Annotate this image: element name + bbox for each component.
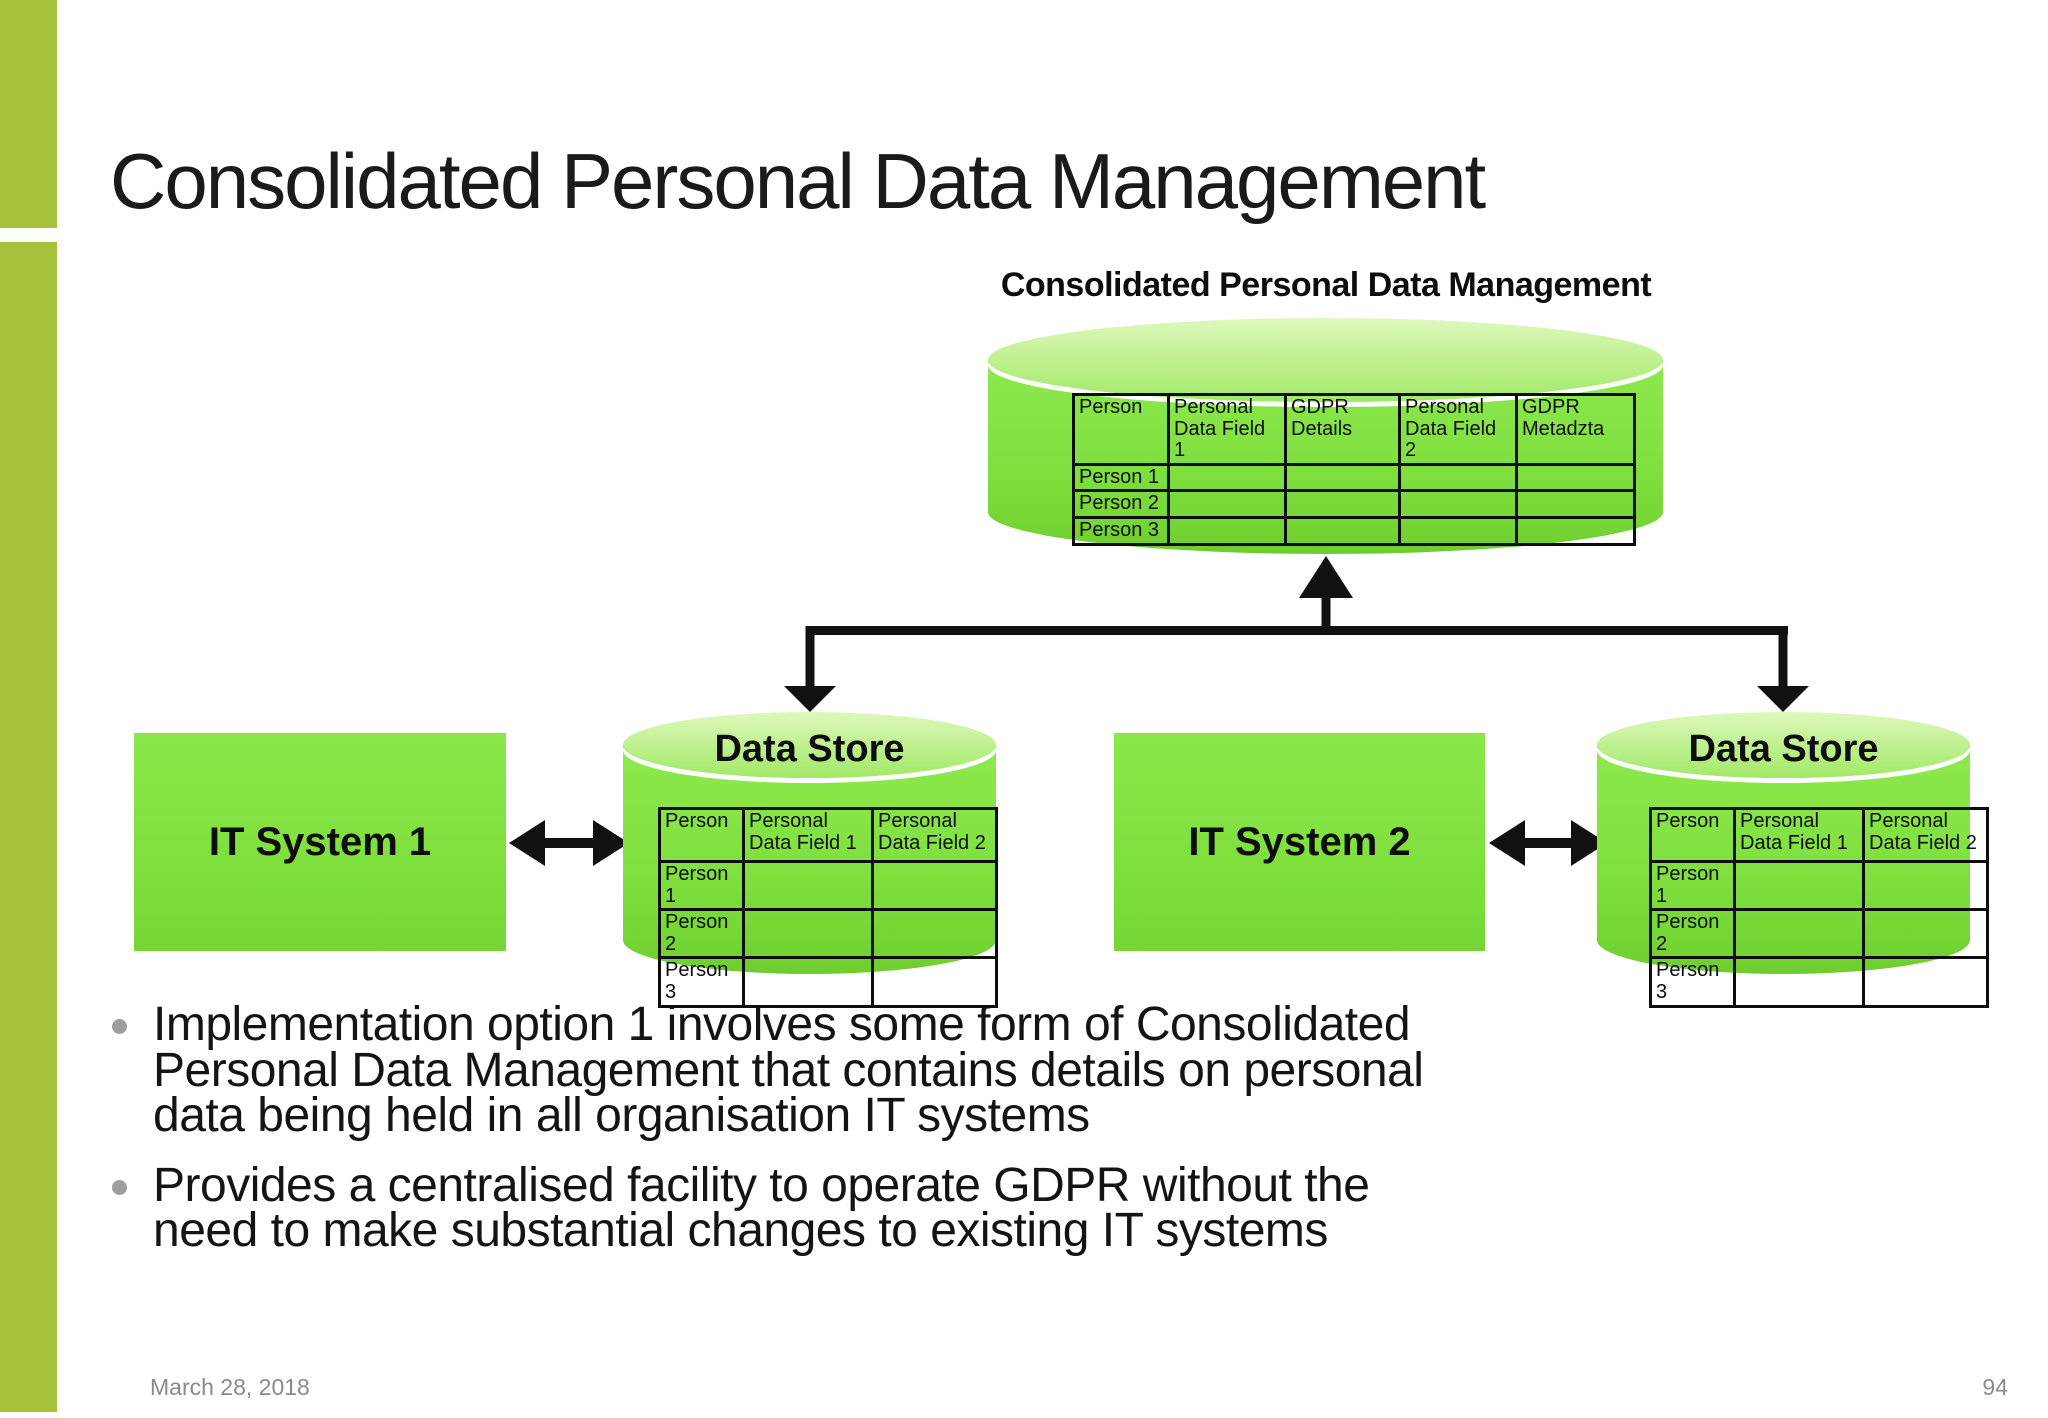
table-row: Person 1	[1072, 462, 1636, 493]
table-header-cell: Personal Data Field 2	[1862, 807, 1989, 863]
table-cell: Person 1	[1649, 859, 1736, 912]
table-cell: Person 2	[1649, 908, 1736, 960]
table-cell: Person 2	[658, 908, 745, 960]
bullet-list: Implementation option 1 involves some fo…	[112, 998, 2012, 1278]
bullet-text: Provides a centralised facility to opera…	[153, 1158, 1370, 1258]
table-cell	[742, 859, 874, 912]
cylinder-top-ellipse	[1597, 712, 1970, 778]
table-header-cell: GDPR Details	[1284, 393, 1401, 466]
footer-date: March 28, 2018	[150, 1374, 310, 1400]
table-cell	[1284, 489, 1401, 519]
table-header-cell: GDPR Metadzta	[1515, 393, 1636, 466]
table-header-cell: Personal Data Field 1	[1167, 393, 1287, 466]
table-header-cell: Person	[1649, 807, 1736, 863]
table-cell: Person 1	[658, 859, 745, 912]
table-cell	[1398, 462, 1518, 493]
table-cell	[1167, 489, 1287, 519]
table-header-cell: Personal Data Field 2	[1398, 393, 1518, 466]
table-row: Person 3	[1649, 956, 1989, 1008]
table-cell	[1515, 515, 1636, 546]
table-cell	[1862, 908, 1989, 960]
double-arrow-right-head-w	[1489, 820, 1525, 866]
it-system-1-label: IT System 1	[208, 819, 432, 864]
down-arrow-right-head	[1757, 686, 1809, 712]
table-cell	[871, 956, 998, 1008]
up-arrow-shaft	[1321, 596, 1331, 635]
table-cell	[1398, 515, 1518, 546]
table-row: Person 2	[1649, 908, 1989, 960]
consolidated-store-label: Consolidated Personal Data Management	[1000, 266, 1652, 304]
table-cell	[1862, 859, 1989, 912]
horizontal-connector	[806, 626, 1788, 635]
footer-page-number: 94	[1982, 1374, 2008, 1400]
table-cell	[1284, 462, 1401, 493]
table-row: Person 3	[1072, 515, 1636, 546]
it-system-2-label: IT System 2	[1188, 819, 1411, 864]
table-header-cell: Personal Data Field 2	[871, 807, 998, 863]
table-cell	[1167, 462, 1287, 493]
down-arrow-right-shaft	[1778, 626, 1788, 686]
table-cell	[742, 908, 874, 960]
double-arrow-left-shaft	[545, 838, 593, 848]
table-row: Person 3	[658, 956, 998, 1008]
table-cell: Person 3	[1649, 956, 1736, 1008]
table-header-cell: Personal Data Field 1	[742, 807, 874, 863]
bullet-item: Provides a centralised facility to opera…	[112, 1158, 2012, 1258]
it-system-2-box: IT System 2	[1114, 733, 1485, 951]
table-header-cell: Person	[1072, 393, 1170, 466]
bullet-item: Implementation option 1 involves some fo…	[112, 998, 2012, 1143]
table-cell: Person 2	[1072, 489, 1170, 519]
down-arrow-left-head	[784, 686, 836, 712]
table-cell	[742, 956, 874, 1008]
data-store-right-label: Data Store	[1688, 728, 1879, 770]
table-row: Person 1	[1649, 859, 1989, 912]
table-cell: Person 3	[658, 956, 745, 1008]
table-cell: Person 1	[1072, 462, 1170, 493]
table-cell	[1284, 515, 1401, 546]
table-cell	[871, 908, 998, 960]
down-arrow-left-shaft	[805, 626, 815, 686]
table-cell	[1515, 489, 1636, 519]
table-cell	[1398, 489, 1518, 519]
table-cell	[871, 859, 998, 912]
table-cell	[1515, 462, 1636, 493]
table-cell	[1733, 859, 1865, 912]
bullet-text: Implementation option 1 involves some fo…	[153, 998, 1424, 1143]
accent-bar-bottom	[0, 242, 57, 1412]
accent-bar-top	[0, 0, 57, 228]
page-title: Consolidated Personal Data Management	[110, 137, 1486, 226]
cylinder-top-ellipse	[623, 712, 996, 778]
data-store-left-label: Data Store	[714, 728, 905, 770]
bullet-dot	[112, 1019, 127, 1034]
double-arrow-left-head-w	[509, 820, 545, 866]
table-cell: Person 3	[1072, 515, 1170, 546]
table-header-cell: Personal Data Field 1	[1733, 807, 1865, 863]
table-cell	[1167, 515, 1287, 546]
table-cell	[1733, 908, 1865, 960]
up-arrow-head	[1299, 556, 1353, 598]
table-row: Person 1	[658, 859, 998, 912]
bullet-dot	[112, 1179, 127, 1195]
table-cell	[1862, 956, 1989, 1008]
cylinder-top-ellipse	[988, 318, 1663, 402]
double-arrow-right-shaft	[1525, 838, 1571, 848]
table-header-cell: Person	[658, 807, 745, 863]
table-row: Person 2	[658, 908, 998, 960]
it-system-1-box: IT System 1	[134, 733, 506, 951]
table-cell	[1733, 956, 1865, 1008]
table-row: Person 2	[1072, 489, 1636, 519]
